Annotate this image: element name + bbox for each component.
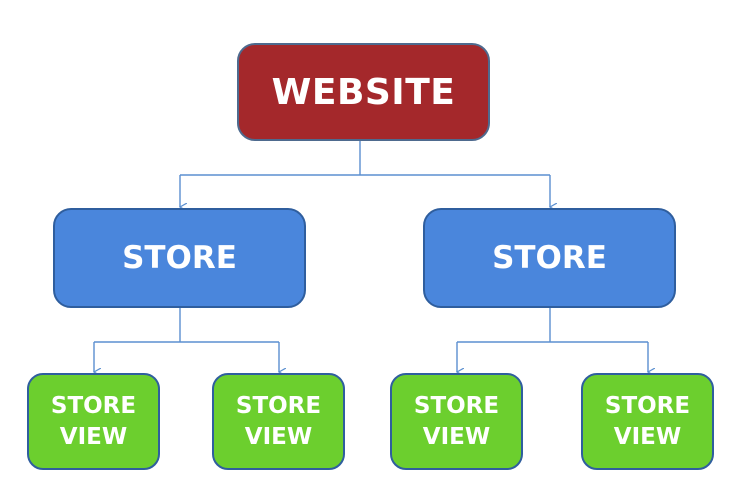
store-view-2-line2: VIEW (244, 423, 313, 450)
store-view-2-line1: STORE (235, 392, 322, 419)
store-view-4-line2: VIEW (613, 423, 682, 450)
store-view-1-line2: VIEW (59, 423, 128, 450)
store-view-4-line1: STORE (604, 392, 691, 419)
store-view-3-line1: STORE (413, 392, 500, 419)
store-node-right: STORE (423, 208, 676, 308)
store-label-right: STORE (492, 240, 607, 276)
store-view-node-2: STORE VIEW (212, 373, 345, 470)
store-label-left: STORE (122, 240, 237, 276)
store-view-node-1: STORE VIEW (27, 373, 160, 470)
store-node-left: STORE (53, 208, 306, 308)
website-label: WEBSITE (271, 71, 456, 113)
store-view-3-line2: VIEW (422, 423, 491, 450)
store-view-node-4: STORE VIEW (581, 373, 714, 470)
website-node: WEBSITE (237, 43, 490, 141)
store-view-node-3: STORE VIEW (390, 373, 523, 470)
store-view-1-line1: STORE (50, 392, 137, 419)
